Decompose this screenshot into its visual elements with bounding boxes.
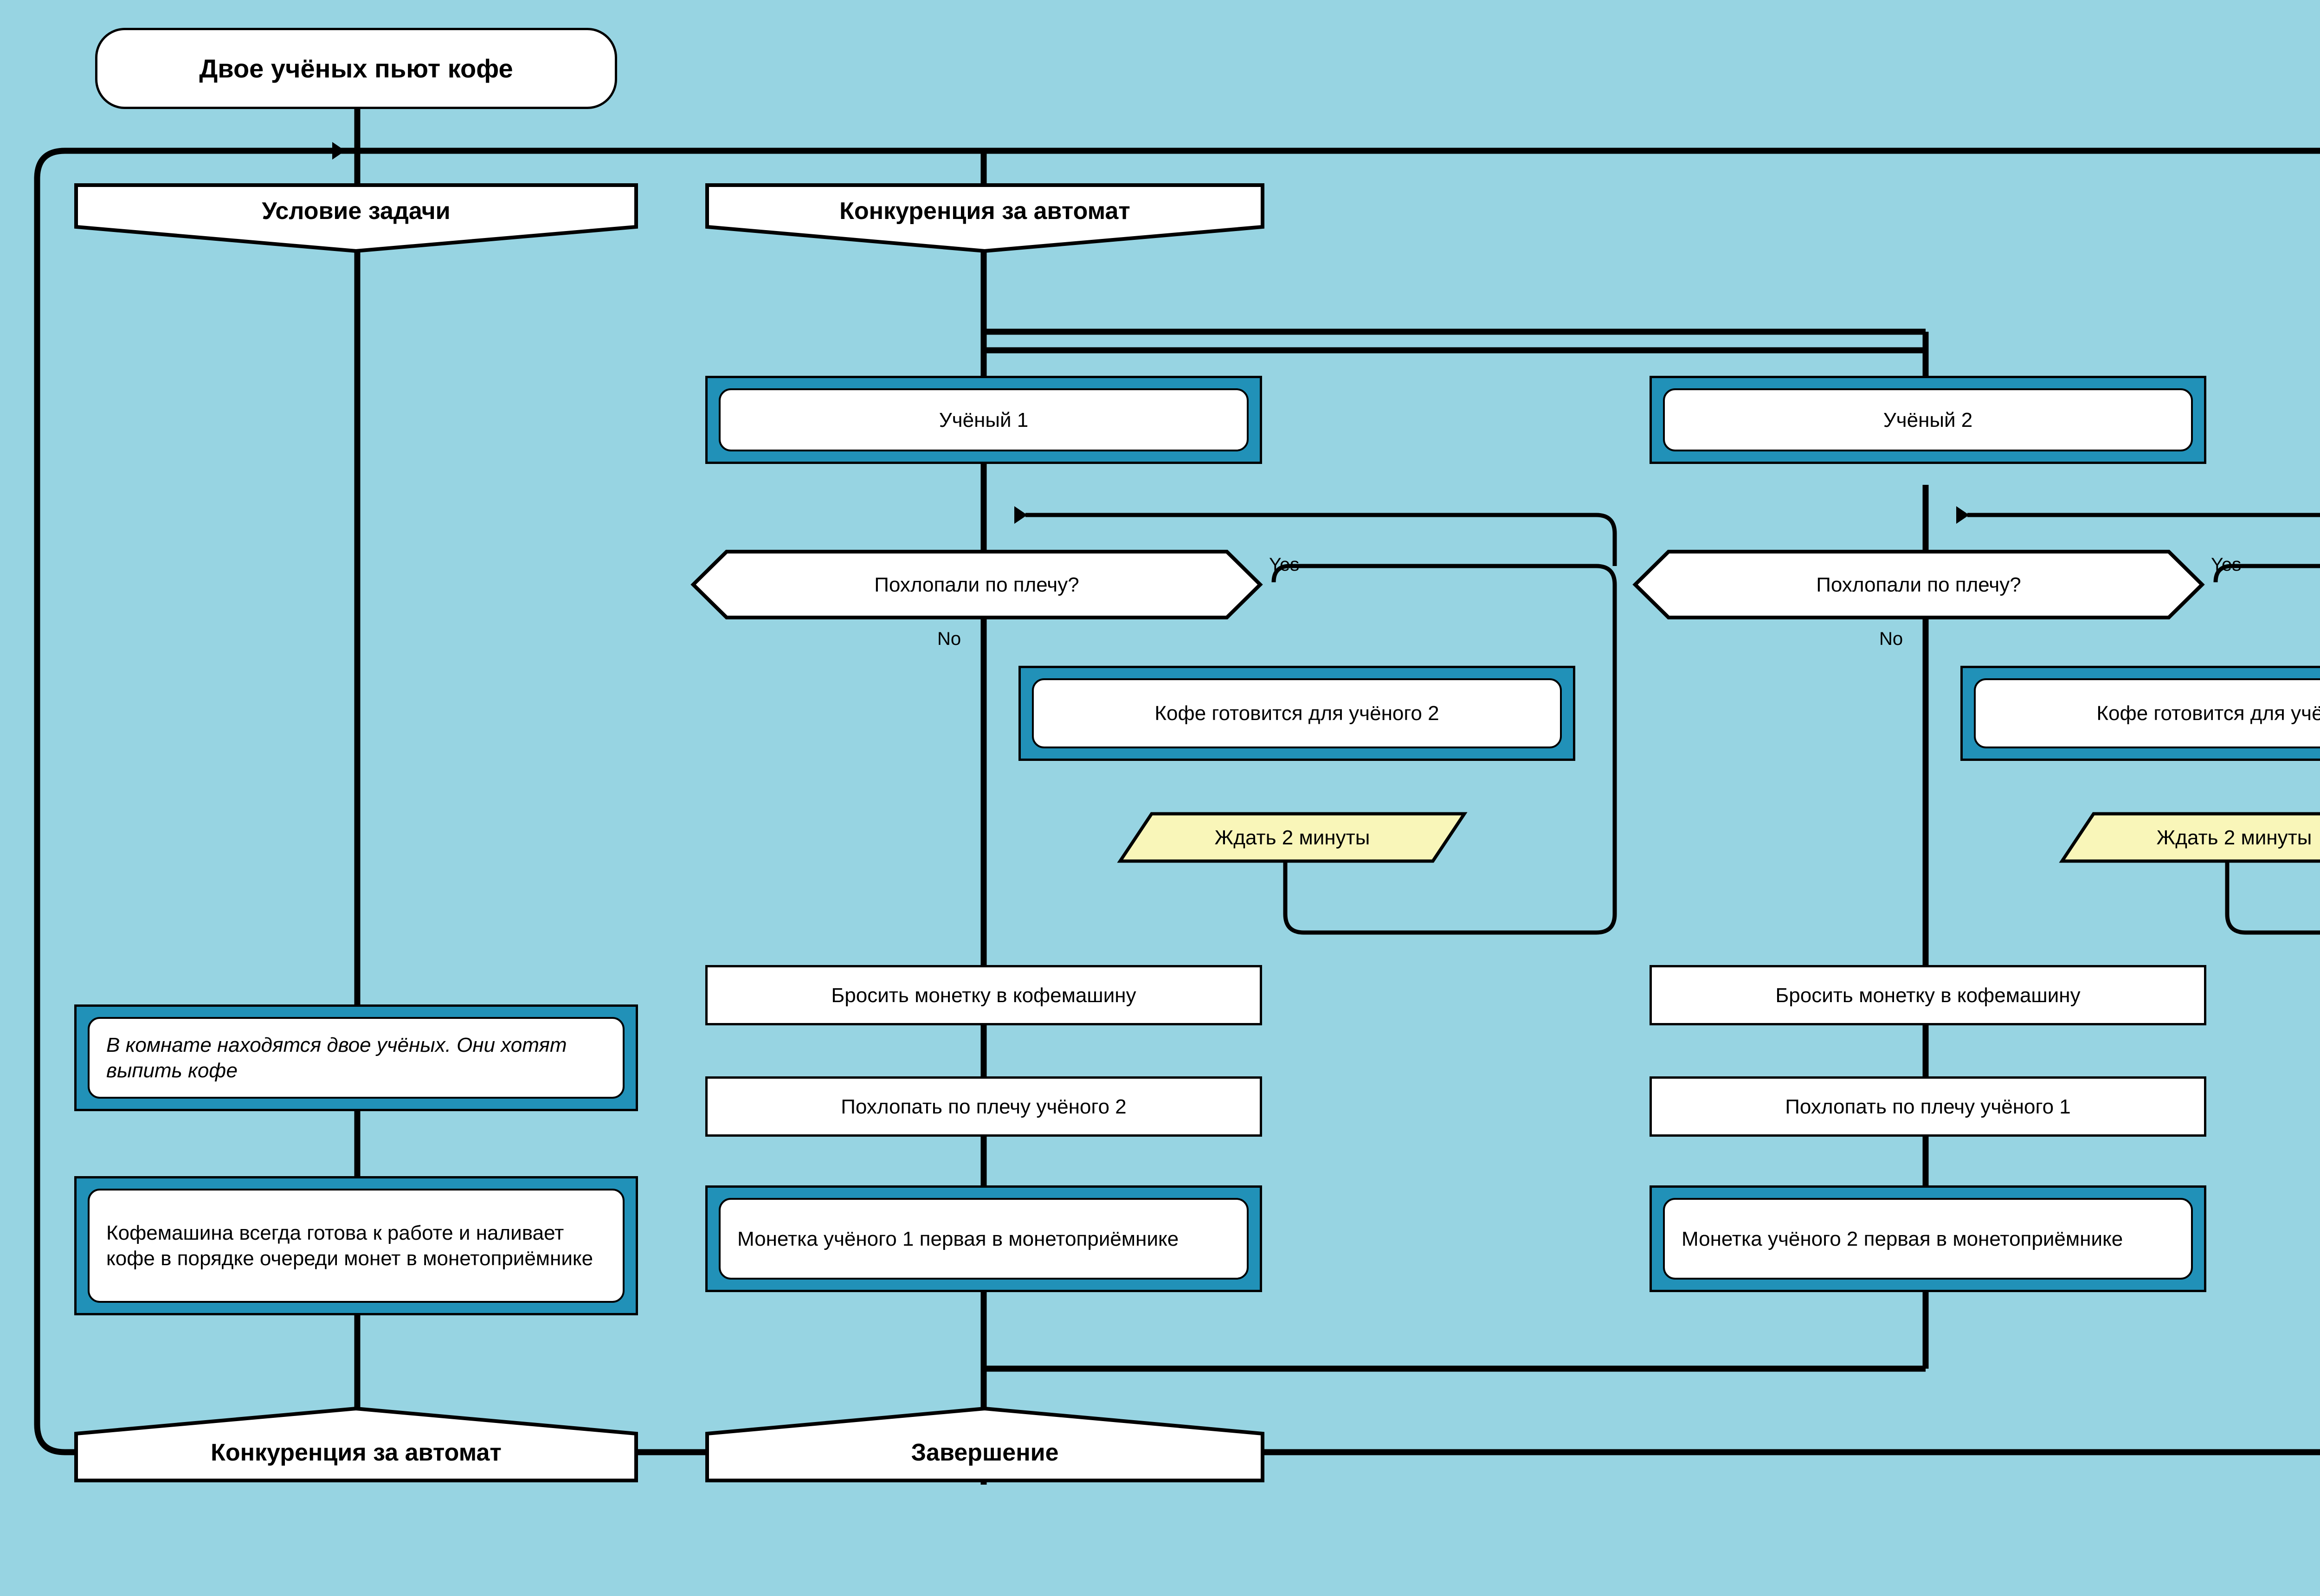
actor-scientist-1[interactable]: Учёный 1 [705, 376, 1262, 464]
node-coin-2-first-label: Монетка учёного 2 первая в монетоприёмни… [1682, 1227, 2123, 1250]
node-machine-rule-inner: Кофемашина всегда готова к работе и нали… [88, 1189, 625, 1303]
lane-condition-footer[interactable]: Конкуренция за автомат [74, 1406, 638, 1482]
node-machine-rule[interactable]: Кофемашина всегда готова к работе и нали… [74, 1176, 638, 1315]
node-machine-rule-label: Кофемашина всегда готова к работе и нали… [106, 1222, 593, 1270]
actor-scientist-2[interactable]: Учёный 2 [1650, 376, 2206, 464]
delay-wait-2min-1[interactable]: Ждать 2 минуты [1117, 812, 1468, 863]
node-room-condition-inner: В комнате находятся двое учёных. Они хот… [88, 1017, 625, 1099]
node-insert-coin-2[interactable]: Бросить монетку в кофемашину [1650, 965, 2206, 1025]
node-insert-coin-2-label: Бросить монетку в кофемашину [1775, 984, 2081, 1007]
node-brewing-for-1[interactable]: Кофе готовится для учёного 1 [1960, 666, 2320, 761]
start-terminator[interactable]: Двое учёных пьют кофе [95, 28, 617, 109]
node-brewing-for-1-label: Кофе готовится для учёного 1 [2096, 702, 2320, 725]
delay-wait-2min-1-label: Ждать 2 минуты [1214, 826, 1370, 849]
decision-tapped-2[interactable]: Похлопали по плечу? [1632, 550, 2205, 619]
lane-competition-footer-label: Завершение [911, 1439, 1059, 1466]
node-tap-scientist-1[interactable]: Похлопать по плечу учёного 1 [1650, 1076, 2206, 1137]
node-tap-scientist-2[interactable]: Похлопать по плечу учёного 2 [705, 1076, 1262, 1137]
delay-wait-2min-2-label: Ждать 2 минуты [2156, 826, 2312, 849]
actor-scientist-1-inner: Учёный 1 [719, 388, 1249, 451]
node-coin-2-first-inner: Монетка учёного 2 первая в монетоприёмни… [1663, 1198, 2193, 1280]
decision-tapped-1[interactable]: Похлопали по плечу? [690, 550, 1263, 619]
node-brewing-for-2-label: Кофе готовится для учёного 2 [1154, 702, 1439, 725]
node-tap-scientist-1-label: Похлопать по плечу учёного 1 [1785, 1095, 2071, 1118]
lane-condition-title[interactable]: Условие задачи [74, 183, 638, 253]
decision-tapped-2-label: Похлопали по плечу? [1816, 573, 2021, 596]
node-coin-1-first[interactable]: Монетка учёного 1 первая в монетоприёмни… [705, 1185, 1262, 1292]
lane-competition-title[interactable]: Конкуренция за автомат [705, 183, 1264, 253]
actor-scientist-1-label: Учёный 1 [939, 408, 1029, 431]
node-brewing-for-1-inner: Кофе готовится для учёного 1 [1974, 678, 2320, 748]
node-tap-scientist-2-label: Похлопать по плечу учёного 2 [841, 1095, 1127, 1118]
node-room-condition[interactable]: В комнате находятся двое учёных. Они хот… [74, 1004, 638, 1111]
node-brewing-for-2-inner: Кофе готовится для учёного 2 [1032, 678, 1562, 748]
lane-competition-title-label: Конкуренция за автомат [839, 197, 1130, 225]
start-label: Двое учёных пьют кофе [199, 53, 513, 83]
node-coin-1-first-label: Монетка учёного 1 первая в монетоприёмни… [737, 1227, 1179, 1250]
actor-scientist-2-label: Учёный 2 [1883, 408, 1973, 431]
edge-label-no-1: No [937, 629, 961, 649]
lane-condition-footer-label: Конкуренция за автомат [211, 1439, 502, 1466]
decision-tapped-1-label: Похлопали по плечу? [874, 573, 1079, 596]
node-insert-coin-1-label: Бросить монетку в кофемашину [831, 984, 1136, 1007]
lane-competition-footer[interactable]: Завершение [705, 1406, 1264, 1482]
delay-wait-2min-2[interactable]: Ждать 2 минуты [2059, 812, 2320, 863]
edge-label-no-2: No [1879, 629, 1903, 649]
node-insert-coin-1[interactable]: Бросить монетку в кофемашину [705, 965, 1262, 1025]
edge-label-yes-2: Yes [2211, 554, 2242, 575]
node-room-condition-label: В комнате находятся двое учёных. Они хот… [106, 1034, 567, 1082]
lane-condition-title-label: Условие задачи [262, 197, 451, 225]
edge-label-yes-1: Yes [1269, 554, 1300, 575]
node-coin-1-first-inner: Монетка учёного 1 первая в монетоприёмни… [719, 1198, 1249, 1280]
node-brewing-for-2[interactable]: Кофе готовится для учёного 2 [1018, 666, 1575, 761]
node-coin-2-first[interactable]: Монетка учёного 2 первая в монетоприёмни… [1650, 1185, 2206, 1292]
actor-scientist-2-inner: Учёный 2 [1663, 388, 2193, 451]
